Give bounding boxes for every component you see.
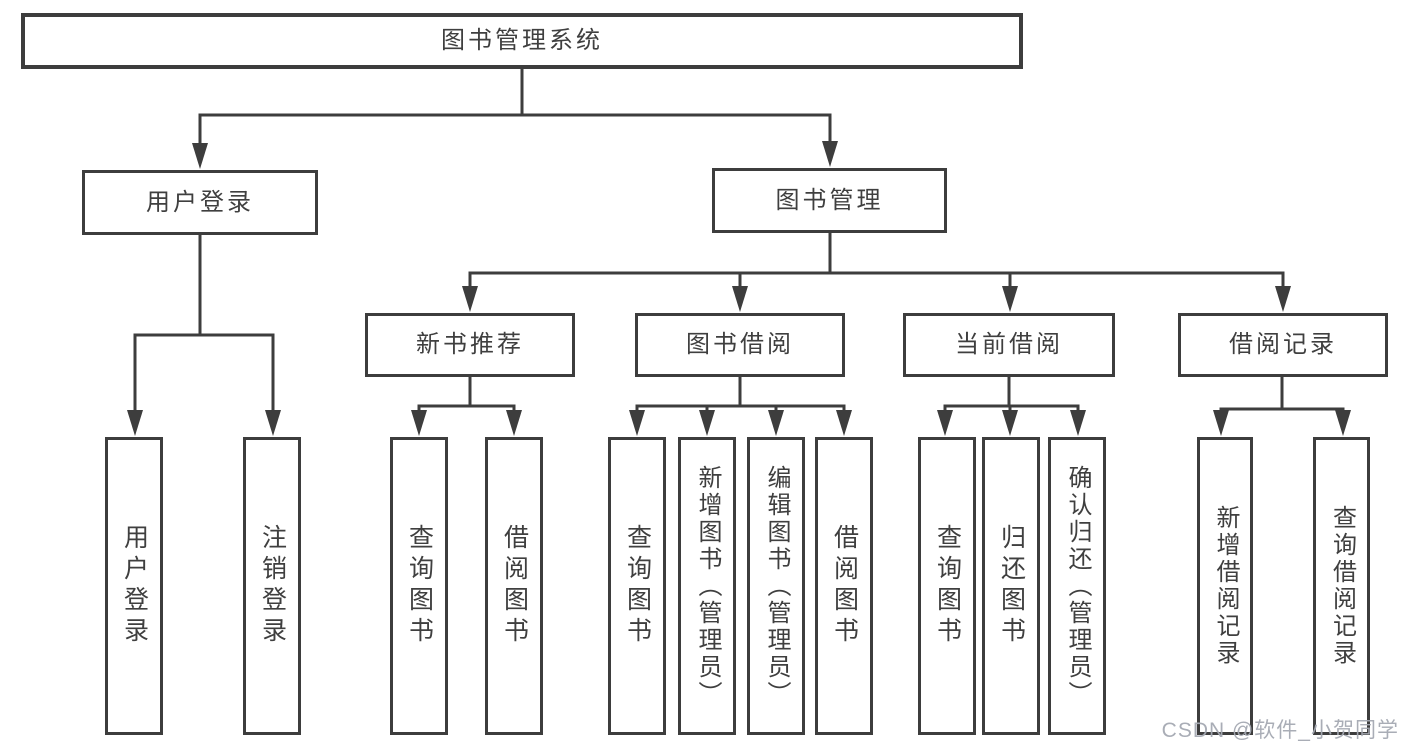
node-user-login: 用户登录 <box>82 170 318 235</box>
node-label: 确认归还（管理员） <box>1064 464 1091 708</box>
node-library-management-system: 图书管理系统 <box>21 13 1023 69</box>
node-leaf-add-borrow-record: 新增借阅记录 <box>1197 437 1253 735</box>
node-leaf-borrow-books-recommend: 借阅图书 <box>485 437 543 735</box>
node-leaf-confirm-return-admin: 确认归还（管理员） <box>1048 437 1106 735</box>
node-new-book-recommendation: 新书推荐 <box>365 313 575 377</box>
node-leaf-add-book-admin: 新增图书（管理员） <box>678 437 736 735</box>
node-label: 编辑图书（管理员） <box>763 464 790 708</box>
node-label: 查询图书 <box>405 524 434 648</box>
node-label: 借阅图书 <box>830 524 859 648</box>
node-label: 当前借阅 <box>955 331 1063 358</box>
node-label: 注销登录 <box>258 524 287 648</box>
node-label: 用户登录 <box>120 524 149 648</box>
node-leaf-edit-book-admin: 编辑图书（管理员） <box>747 437 805 735</box>
node-label: 用户登录 <box>146 188 254 216</box>
node-leaf-query-borrow-record: 查询借阅记录 <box>1313 437 1370 735</box>
node-borrowing-records: 借阅记录 <box>1178 313 1388 377</box>
node-leaf-query-books-current: 查询图书 <box>918 437 976 735</box>
node-label: 新书推荐 <box>416 331 524 358</box>
node-label: 归还图书 <box>997 524 1026 648</box>
node-label: 图书借阅 <box>686 331 794 358</box>
node-label: 借阅图书 <box>500 524 529 648</box>
node-current-borrowing: 当前借阅 <box>903 313 1115 377</box>
node-leaf-query-books-borrowing: 查询图书 <box>608 437 666 735</box>
node-leaf-borrow-books-borrowing: 借阅图书 <box>815 437 873 735</box>
node-book-management: 图书管理 <box>712 168 947 233</box>
node-label: 新增图书（管理员） <box>694 464 721 708</box>
node-label: 图书管理系统 <box>441 27 603 54</box>
node-leaf-return-book: 归还图书 <box>982 437 1040 735</box>
node-leaf-query-books-recommend: 查询图书 <box>390 437 448 735</box>
node-label: 查询图书 <box>623 524 652 648</box>
csdn-watermark: CSDN @软件_小贺同学 <box>1161 719 1399 742</box>
node-label: 借阅记录 <box>1229 331 1337 358</box>
node-leaf-logout: 注销登录 <box>243 437 301 735</box>
node-leaf-user-login: 用户登录 <box>105 437 163 735</box>
node-label: 查询图书 <box>933 524 962 648</box>
node-book-borrowing: 图书借阅 <box>635 313 845 377</box>
node-label: 图书管理 <box>775 186 884 214</box>
node-label: 查询借阅记录 <box>1328 505 1356 667</box>
node-label: 新增借阅记录 <box>1212 505 1239 667</box>
